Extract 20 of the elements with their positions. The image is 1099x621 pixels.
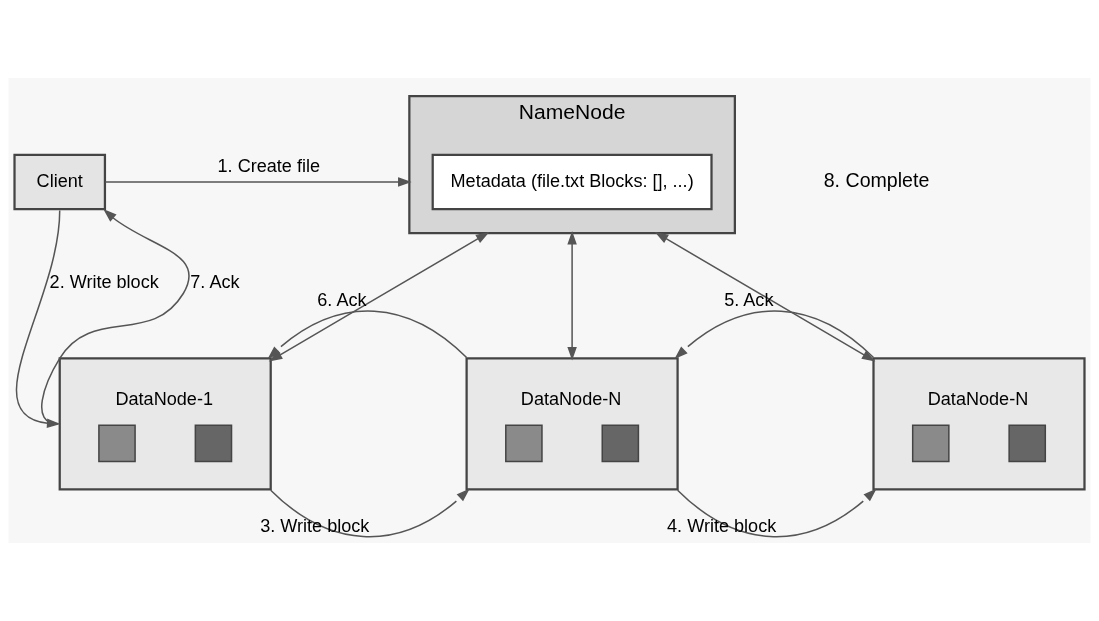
arrow <box>567 230 577 361</box>
node-box: DataNode-N <box>872 357 1086 491</box>
edge-label: 3. Write block <box>260 515 370 536</box>
arrow <box>674 310 875 360</box>
arrow <box>654 232 876 362</box>
arrow <box>104 177 412 187</box>
arrow <box>40 209 190 425</box>
node-box: DataNode-N <box>465 357 679 491</box>
label: 8. Complete <box>823 169 930 192</box>
arrow <box>676 488 877 538</box>
edge-label: 2. Write block <box>49 272 159 293</box>
edge-label: 5. Ack <box>724 289 774 310</box>
node-box: Client <box>13 153 107 211</box>
node-box: Metadata (file.txt Blocks: [], ...) <box>431 153 713 211</box>
arrow <box>269 488 470 538</box>
edge-label: 4. Write block <box>667 515 777 536</box>
edge-label: 7. Ack <box>190 272 240 293</box>
node-box: DataNode-1 <box>58 357 272 491</box>
edge-label: 6. Ack <box>317 289 367 310</box>
edge-label: 1. Create file <box>217 156 321 177</box>
